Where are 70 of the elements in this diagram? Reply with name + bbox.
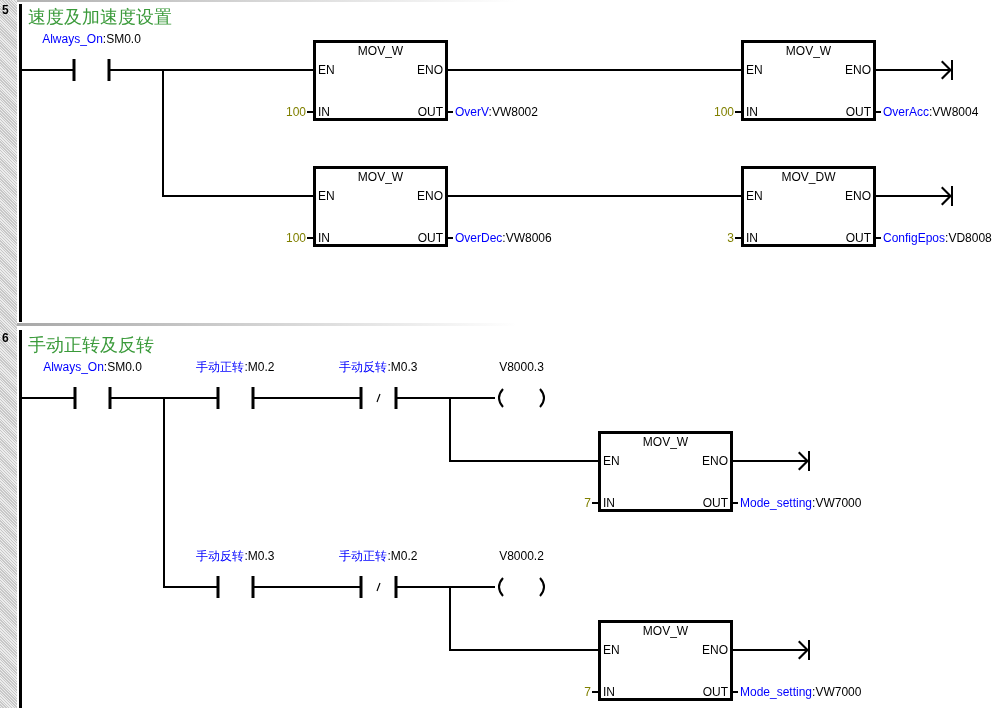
pin-label: ENO [417,63,443,77]
pin-label: ENO [845,63,871,77]
rung-title: 速度及加速度设置 [28,6,172,28]
wire [253,397,361,399]
pin-label: IN [746,231,758,245]
pin-label: EN [603,643,620,657]
output-wire [875,60,953,80]
output-address: OverAcc:VW8004 [883,105,979,119]
wire [109,69,314,197]
rung-title: 手动正转及反转 [28,334,154,356]
pin-label: OUT [845,105,871,119]
contact-label: 手动正转:M0.2 [339,549,418,563]
wire [447,195,742,197]
input-value: 100 [713,105,734,119]
output-wire [875,186,953,206]
pin-label: ENO [702,454,728,468]
pin-label: ENO [417,189,443,203]
pin-label: ENO [845,189,871,203]
coil-label: V8000.2 [499,549,544,563]
output-address: Mode_setting:VW7000 [740,685,862,699]
pin-label: IN [318,231,330,245]
wire [396,397,599,462]
input-value: 7 [584,685,591,699]
contact-label: 手动反转:M0.3 [339,360,418,374]
contact-label: Always_On:SM0.0 [42,32,141,46]
output-wire [732,640,810,660]
pin-label: OUT [417,231,443,245]
wire [447,69,742,71]
pin-label: IN [746,105,758,119]
wire [20,69,74,71]
output-address: Mode_setting:VW7000 [740,496,862,510]
output-wire [732,451,810,471]
wire [253,586,361,588]
contact-label: 手动反转:M0.3 [196,549,275,563]
pin-label: IN [318,105,330,119]
input-value: 100 [285,231,306,245]
pin-label: OUT [417,105,443,119]
input-value: 7 [584,496,591,510]
wire [396,586,599,651]
input-value: 100 [285,105,306,119]
pin-label: EN [318,63,335,77]
input-value: 3 [727,231,734,245]
contact-label: 手动正转:M0.2 [196,360,275,374]
pin-label: OUT [702,496,728,510]
block-title: MOV_W [357,44,404,58]
pin-label: IN [603,496,615,510]
rung-number: 5 [2,3,9,17]
pin-label: OUT [845,231,871,245]
block-title: MOV_W [642,624,689,638]
block-title: MOV_W [357,170,404,184]
power-rail [19,4,22,322]
block-title: MOV_DW [781,170,836,184]
pin-label: EN [746,63,763,77]
pin-label: ENO [702,643,728,657]
block-title: MOV_W [785,44,832,58]
power-rail [19,330,22,708]
block-title: MOV_W [642,435,689,449]
pin-label: EN [603,454,620,468]
output-address: OverDec:VW8006 [455,231,552,245]
output-address: ConfigEpos:VD8008 [883,231,992,245]
output-address: OverV:VW8002 [455,105,538,119]
pin-label: EN [318,189,335,203]
pin-label: IN [603,685,615,699]
contact-label: Always_On:SM0.0 [43,360,142,374]
wire [110,397,218,588]
pin-label: OUT [702,685,728,699]
rung-number: 6 [2,331,9,345]
wire [20,397,75,399]
pin-label: EN [746,189,763,203]
coil-label: V8000.3 [499,360,544,374]
